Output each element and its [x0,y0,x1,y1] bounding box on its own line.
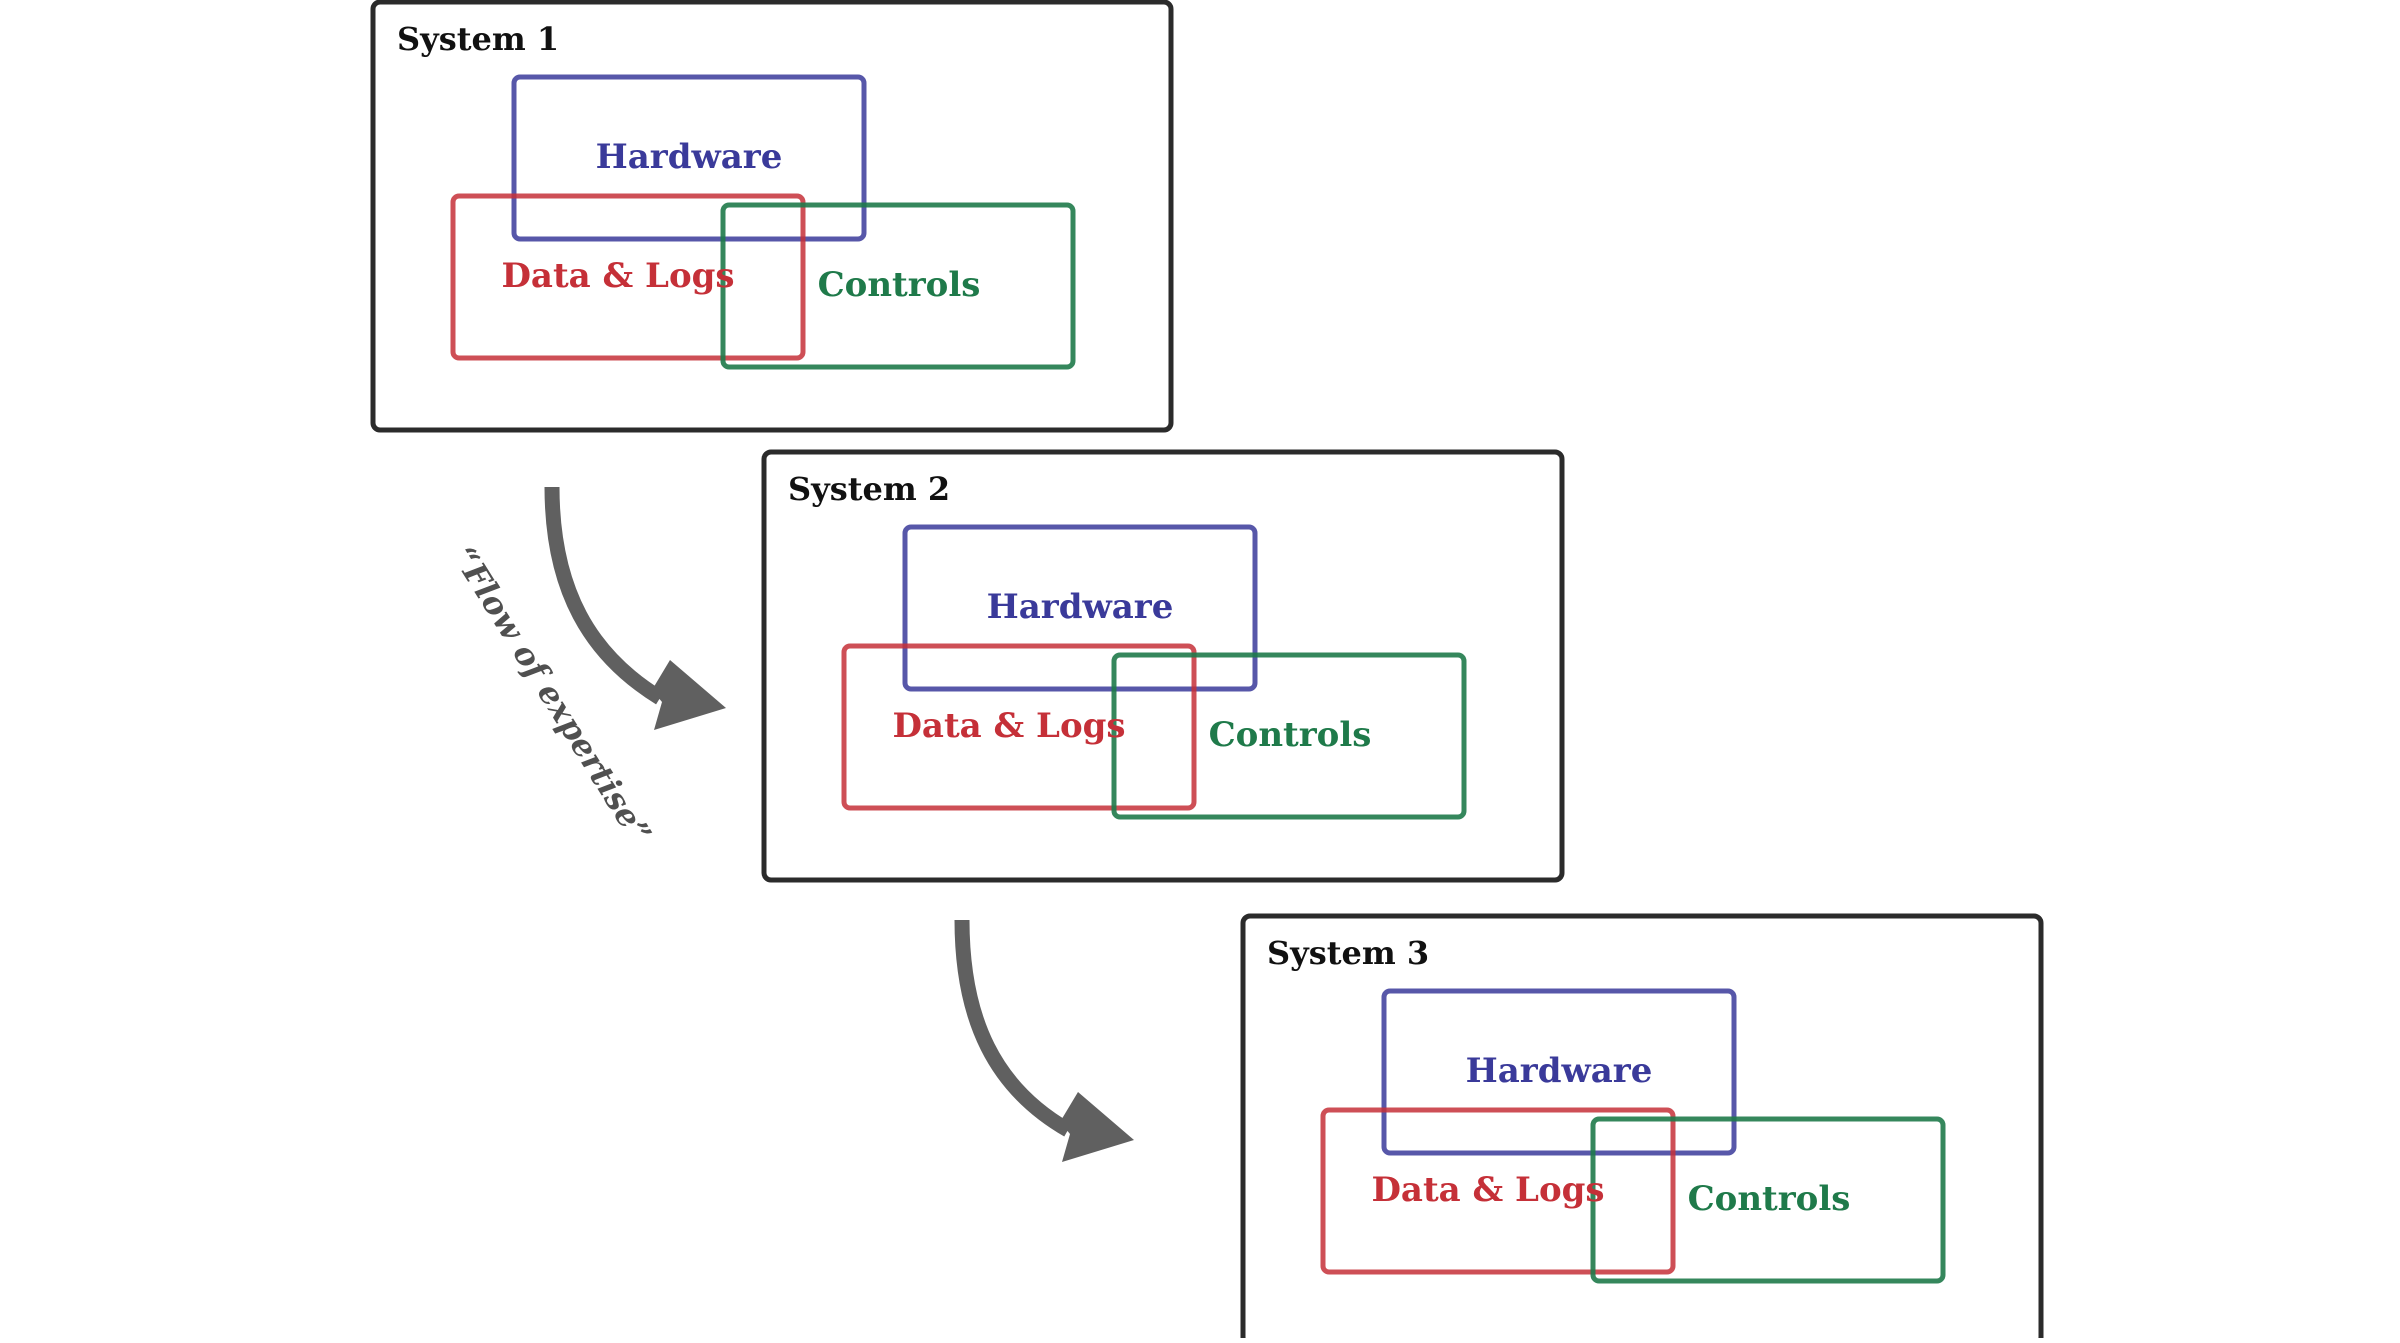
system-3-frame [1240,913,2044,1343]
system-3-controls-box [1590,1116,1946,1284]
system-2-hardware-label: Hardware [987,587,1174,627]
system-1-hardware-label: Hardware [596,137,783,177]
system-1-title: System 1 [397,20,559,58]
system-1-panel: System 1 Hardware Data & Logs Controls [370,0,1174,433]
system-2-data-logs-box [841,643,1197,811]
system-2-controls-box [1111,652,1467,820]
system-3-controls-label: Controls [1688,1179,1851,1219]
system-1-controls-label: Controls [818,265,981,305]
flow-arrow-1 [544,486,726,730]
system-1-frame [370,0,1174,433]
system-2-frame [761,449,1565,883]
system-3-data-logs-label: Data & Logs [1371,1170,1604,1210]
system-3-hardware-box [1381,988,1737,1156]
flow-arrow-1-shaft [544,486,664,705]
system-2-data-logs-label: Data & Logs [892,706,1125,746]
flow-arrow-2-head [1060,1092,1134,1162]
system-1-controls-box [720,202,1076,370]
system-2-controls-label: Controls [1209,715,1372,755]
flow-arrow-2 [954,919,1134,1162]
system-1-hardware-box [511,74,867,242]
system-3-panel: System 3 Hardware Data & Logs Controls [1240,913,2044,1343]
system-3-hardware-label: Hardware [1466,1051,1653,1091]
system-3-title: System 3 [1267,934,1429,972]
flow-of-expertise-label: “Flow of expertise” [445,540,659,850]
system-1-data-logs-label: Data & Logs [501,256,734,296]
flow-arrow-2-shaft [954,919,1072,1137]
system-2-hardware-box [902,524,1258,692]
system-2-title: System 2 [788,470,950,508]
flow-arrow-1-head [652,660,726,730]
system-1-data-logs-box [450,193,806,361]
system-3-data-logs-box [1320,1107,1676,1275]
system-2-panel: System 2 Hardware Data & Logs Controls [761,449,1565,883]
